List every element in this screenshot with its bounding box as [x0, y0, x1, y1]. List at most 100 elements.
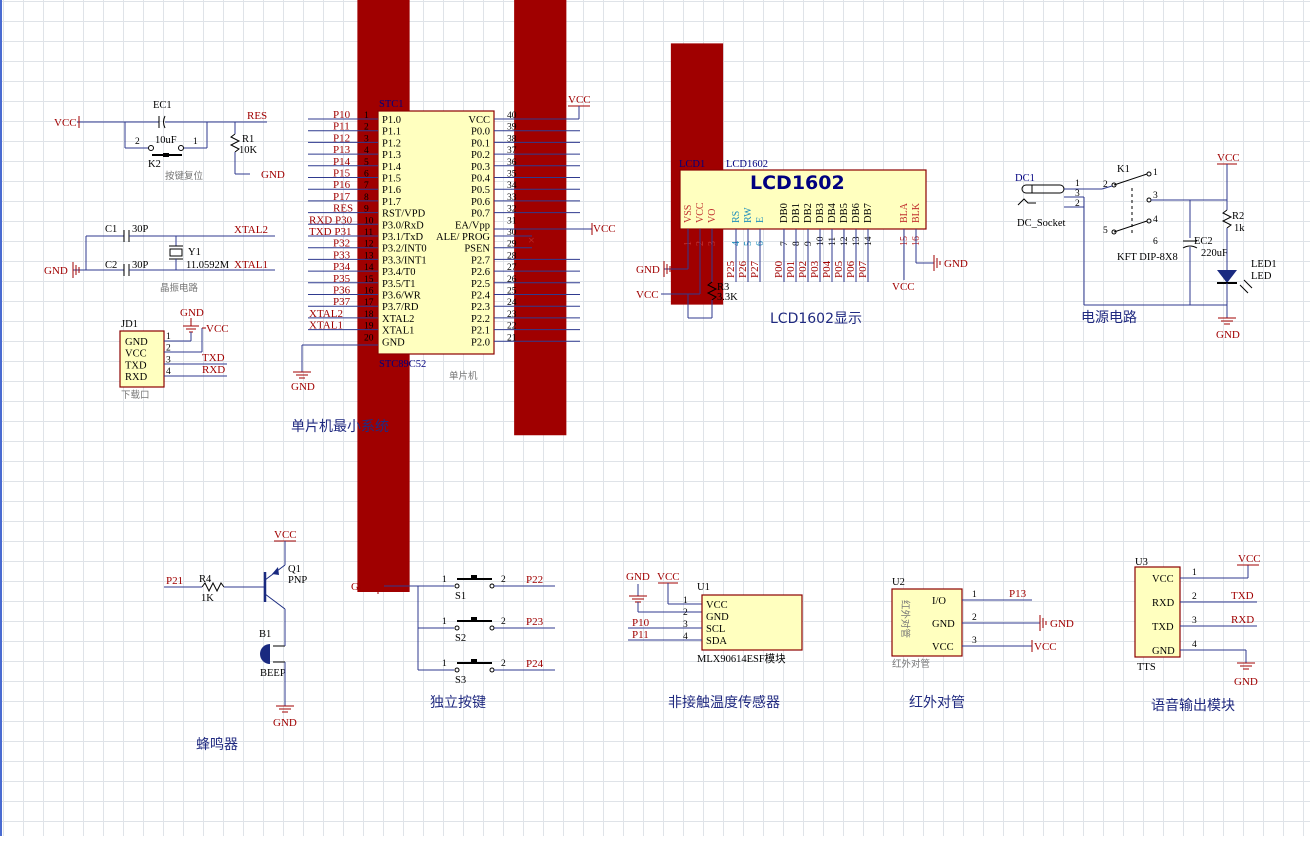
keys-section-title: 独立按键	[430, 695, 486, 711]
ir-inner-label: 红外对管	[899, 600, 911, 638]
mlx-pin-scl: SCL	[706, 624, 725, 635]
tts-pin-gnd: GND	[1152, 646, 1175, 657]
reset-circuit: VCC EC1 10uF 2 1 K2 按键复位 RES R1 10K GND	[54, 0, 698, 593]
ir-body	[891, 588, 963, 657]
ir-pin-io: I/O	[932, 596, 946, 607]
jd1-gnd-label: GND	[180, 307, 204, 319]
mcu-pin-name: P0.2	[471, 150, 490, 161]
mcu-net-p17: P17	[333, 191, 351, 203]
lcd-net-p26: P26	[737, 260, 749, 278]
mcu-pin-name: P3.5/T1	[382, 279, 416, 290]
lcd-pin-name: DB5	[839, 203, 850, 223]
jd1-label: 下载口	[121, 389, 150, 401]
mcu-pin-num: 2	[364, 123, 369, 133]
jd1-pin-num: 4	[166, 367, 171, 377]
mlx-gnd-label: GND	[626, 571, 650, 583]
lcd-pin-name: BLK	[911, 202, 922, 223]
c1-ref: C1	[105, 224, 117, 235]
mcu-pin-num: 16	[364, 287, 374, 297]
ir-section-title: 红外对管	[909, 695, 965, 711]
jd1-txd-label: TXD	[202, 352, 225, 364]
mcu-net-res: RES	[333, 203, 353, 215]
mcu-pin-num: 13	[364, 251, 374, 261]
mcu-pin-name: P1.1	[382, 127, 401, 138]
b1-part: BEEP	[260, 668, 286, 679]
mcu-net-p32: P32	[333, 238, 350, 250]
c2-value: 30P	[132, 260, 149, 271]
mcu-net-p35: P35	[333, 273, 351, 285]
svg-text:1: 1	[1075, 179, 1080, 189]
k1-part: KFT DIP-8X8	[1117, 252, 1178, 263]
buzzer-circuit: P21 R4 1K Q1 PNP VCC B1 BEEP GND 蜂鸣器	[164, 529, 307, 753]
mcu-pin-num: 7	[364, 181, 369, 191]
mlx-pin-gnd: GND	[706, 612, 729, 623]
mcu-pin-num: 3	[364, 134, 369, 144]
r4-ref: R4	[199, 574, 212, 585]
mcu-pin-num: 1	[364, 111, 369, 121]
mcu-net-p12: P12	[333, 132, 350, 144]
tts-pin-txd: TXD	[1152, 622, 1174, 633]
lcd-pin-name: BLA	[899, 202, 910, 223]
lcd-body	[679, 169, 927, 230]
svg-text:1: 1	[1153, 168, 1158, 178]
mlx-body	[701, 594, 803, 651]
r3-ref: R3	[717, 282, 729, 293]
mcu-pin-name: P3.0/RxD	[382, 220, 424, 231]
ec1-ref: EC1	[153, 100, 172, 111]
mcu-net-p07: P07	[543, 203, 561, 215]
lcd-pin-num: 8	[792, 241, 802, 246]
mcu-pin-name: GND	[382, 337, 405, 348]
buzzer-in-net: P21	[166, 575, 183, 587]
mcu-pin-num: 20	[364, 333, 374, 343]
mcu-ref: STC1	[379, 99, 404, 110]
mcu-pin-name: P0.7	[471, 209, 490, 220]
k2-pin1: 1	[193, 137, 198, 147]
lcd-pin-num: 7	[780, 241, 790, 246]
tts-pin-num: 2	[1192, 592, 1197, 602]
mcu-gnd-label: GND	[291, 381, 315, 393]
mcu-pin-name: P3.7/RD	[382, 302, 419, 313]
mcu-pin-num: 40	[507, 111, 517, 121]
mlx-part: MLX90614ESF模块	[697, 653, 786, 665]
mlx-net-p11: P11	[632, 629, 649, 641]
mcu-net-txd-p31: TXD P31	[309, 226, 351, 238]
mcu-pin-name: P2.6	[471, 267, 490, 278]
c1-value: 30P	[132, 224, 149, 235]
mcu-pin-name: P1.3	[382, 150, 401, 161]
lcd-ref: LCD1	[679, 159, 705, 170]
power-section-title: 电源电路	[1081, 310, 1137, 326]
mcu-pin-name: P2.3	[471, 302, 490, 313]
lcd-pin-num: 11	[828, 237, 838, 246]
jd1-pin-num: 3	[166, 355, 171, 365]
mcu-pin-name: EA/Vpp	[455, 220, 490, 231]
tts-part: TTS	[1137, 662, 1156, 673]
mlx-pin-num: 2	[683, 608, 688, 618]
key-pin1: 1	[442, 617, 447, 627]
jd1-pin-vcc: VCC	[125, 349, 147, 360]
mcu-net-p04: P04	[543, 168, 561, 180]
mcu-pin-name: P3.6/WR	[382, 291, 421, 302]
mlx-pin-vcc: VCC	[706, 600, 728, 611]
lcd-pin-name: DB3	[815, 203, 826, 223]
tts-pin-num: 3	[1192, 616, 1197, 626]
mcu-pin-num: 14	[364, 263, 374, 273]
mcu-net-p00: P00	[543, 121, 561, 133]
mcu-pin-num: 18	[364, 310, 374, 320]
mcu-stc89c52: STC1 P1.01P10P1.12P11P1.23P12P1.34P13P1.…	[291, 94, 616, 435]
mcu-pin-name: P2.2	[471, 314, 490, 325]
lcd-net-p05: P05	[833, 260, 845, 278]
key-ref-s1: S1	[455, 591, 466, 602]
lcd-pin-name: DB6	[851, 203, 862, 223]
lcd-net-p06: P06	[845, 260, 857, 278]
mcu-pin-name: P1.0	[382, 115, 401, 126]
mcu-pin-name: P3.3/INT1	[382, 255, 427, 266]
ir-pin-num: 2	[972, 613, 977, 623]
mcu-net-p22: P22	[543, 308, 560, 320]
mcu-pin-name: RST/VPD	[382, 209, 426, 220]
mcu-pin-name: P1.6	[382, 185, 401, 196]
mlx-net-p10: P10	[632, 617, 650, 629]
lcd-pin-num: 12	[840, 236, 850, 246]
ir-pin-num: 1	[972, 590, 977, 600]
